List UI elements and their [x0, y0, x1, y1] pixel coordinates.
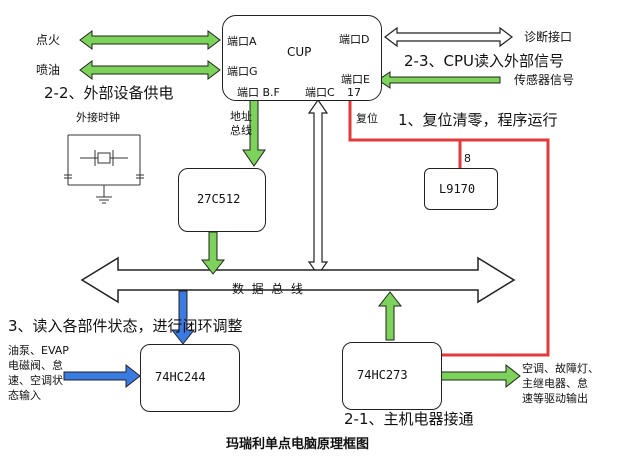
- sensor-label: 传感器信号: [514, 73, 575, 87]
- eprom-27c512: 27C512: [178, 168, 266, 232]
- injection-arrow: [79, 60, 221, 80]
- cpu-title: CUP: [287, 45, 312, 59]
- clock-label: 外接时钟: [76, 111, 120, 124]
- cpu-block: CUP 端口A 端口G 端口D 端口E 端口 B.F 端口C 17: [222, 15, 382, 101]
- address-bus-arrow: [242, 97, 266, 167]
- reset-label: 复位: [356, 112, 378, 125]
- cpu-port-d: 端口D: [339, 33, 370, 46]
- ignition-label: 点火: [36, 33, 61, 47]
- ignition-arrow: [79, 30, 221, 50]
- latch-74hc273: 74HC273: [342, 342, 442, 410]
- data-bus-arrow: [80, 256, 516, 304]
- reset-line: [348, 100, 550, 357]
- buffer-inputs-label: 油泵、EVAP 电磁阀、怠 速、空调状 态输入: [8, 344, 69, 402]
- address-bus-label: 地址 总线: [230, 110, 252, 138]
- pin8-label: 8: [464, 152, 471, 165]
- injection-label: 喷油: [36, 63, 61, 77]
- annotation-cpu-read: 2-3、CPU读入外部信号: [404, 52, 564, 70]
- cpu-port-e: 端口E: [341, 73, 370, 86]
- latch-output-arrow: [439, 363, 521, 389]
- latch-to-bus-arrow: [377, 291, 403, 341]
- annotation-reset: 1、复位清零，程序运行: [398, 111, 558, 129]
- l9170-label: L9170: [439, 182, 476, 196]
- annotation-power: 2-2、外部设备供电: [44, 84, 174, 102]
- l9170-chip: L9170: [424, 168, 498, 210]
- eprom-label: 27C512: [197, 192, 241, 206]
- data-bus-label: 数 据 总 线: [232, 282, 303, 296]
- cpu-port-bf: 端口 B.F: [237, 86, 280, 99]
- eprom-to-bus-arrow: [200, 231, 226, 275]
- sensor-arrow: [377, 71, 501, 89]
- cpu-port-c: 端口C: [305, 86, 335, 99]
- buf-input-arrow: [63, 363, 141, 389]
- annotation-relay: 2-1、主机电器接通: [344, 410, 474, 428]
- cpu-port-a: 端口A: [227, 35, 257, 48]
- cpu-pin-17: 17: [347, 86, 361, 99]
- diag-label: 诊断接口: [524, 30, 573, 44]
- latch-outputs-label: 空调、故障灯、 主继电器、怠 速等驱动输出: [522, 362, 599, 405]
- diag-arrow: [384, 26, 513, 48]
- buffer-label: 74HC244: [155, 370, 206, 384]
- clock-circuit: [64, 134, 144, 204]
- latch-label: 74HC273: [357, 368, 408, 382]
- annotation-closed-loop: 3、读入各部件状态，进行闭环调整: [8, 317, 243, 335]
- port-c-data-arrow: [307, 98, 329, 277]
- buffer-74hc244: 74HC244: [140, 344, 240, 412]
- cpu-port-g: 端口G: [227, 65, 258, 78]
- diagram-caption: 玛瑞利单点电脑原理框图: [226, 437, 370, 452]
- bus-to-buf-arrow: [170, 290, 196, 345]
